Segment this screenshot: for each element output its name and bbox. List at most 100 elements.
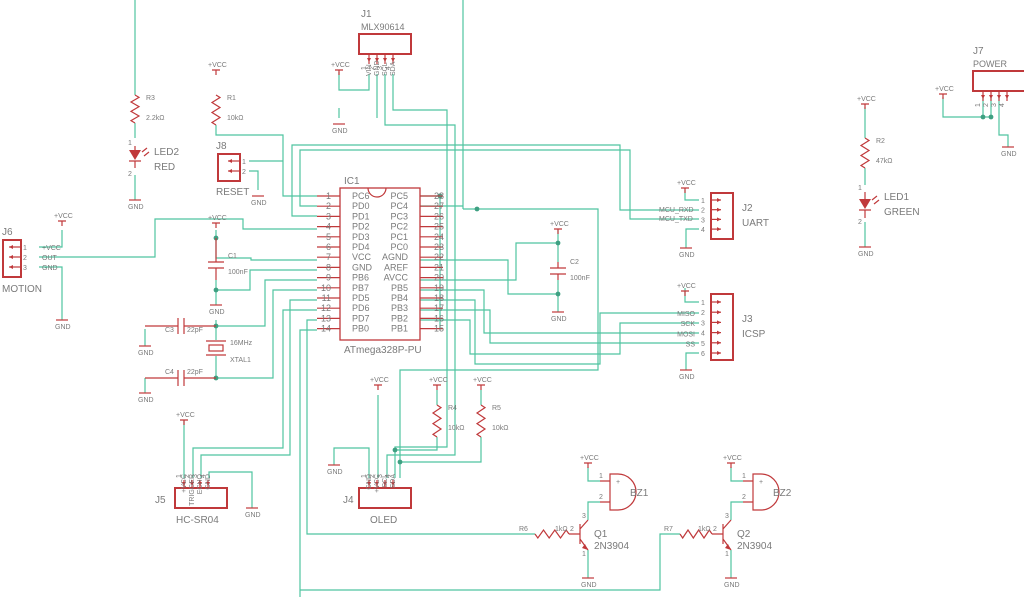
r6-ref: R6	[519, 526, 528, 533]
connector-pin-number: 2	[701, 208, 705, 215]
connector-pin-marker	[228, 159, 232, 163]
connector-pin-number: 4	[200, 474, 207, 478]
led2-value: RED	[154, 162, 175, 173]
connector-pin-number: 2	[369, 474, 376, 478]
ic1-pin-number: 5	[326, 232, 331, 242]
buzzer-bz1[interactable]: 1 2 + BZ1	[599, 473, 649, 511]
buzzer-bz2[interactable]: 1 2 + BZ2	[742, 473, 792, 511]
r2-value: 47kΩ	[876, 158, 893, 165]
led2-ref: LED2	[154, 147, 179, 158]
gnd-label: GND	[251, 200, 267, 207]
icsp-signal: MOSI	[677, 331, 695, 338]
led1-green[interactable]: 1 2 LED1 GREEN	[858, 185, 920, 226]
r3-body	[129, 94, 141, 124]
vcc-symbol	[584, 462, 592, 468]
connector-pin-number: 1	[242, 159, 246, 166]
connector-pin-marker	[367, 58, 371, 62]
j8-value: RESET	[216, 187, 249, 198]
connector-pin-number: 2	[242, 169, 246, 176]
connector-pin-number: 1	[975, 103, 982, 107]
j2-sig-rxd: MCU_RXD	[659, 207, 694, 214]
vcc-symbol	[335, 69, 343, 75]
capacitor-c3[interactable]: C3 22pF	[145, 318, 216, 334]
vcc-label: +VCC	[935, 86, 954, 93]
ic1-pin-name: PC6	[352, 191, 370, 201]
vcc-label: +VCC	[677, 180, 696, 187]
connector-pin-name: +VCC	[374, 474, 381, 493]
icsp-signal: MISO	[677, 311, 695, 318]
bz1-pin2: 2	[599, 494, 603, 501]
ic1-pin-number: 24	[434, 232, 444, 242]
gnd-label: GND	[551, 316, 567, 323]
q2-value: 2N3904	[737, 541, 772, 552]
j7-value: POWER	[973, 59, 1008, 69]
transistor-q2[interactable]: 3 2 1 Q2 2N3904	[712, 513, 772, 558]
capacitor-c1[interactable]: C1 100nF	[208, 238, 248, 280]
connector-pin-marker	[717, 207, 721, 212]
j1-ref: J1	[361, 9, 372, 20]
connector-pin-marker	[717, 320, 721, 325]
ic1-pin-number: 10	[321, 283, 331, 293]
vcc-symbol	[681, 290, 689, 296]
connector-pin-name: GND	[366, 474, 373, 490]
c4-ref: C4	[165, 369, 174, 376]
gnd-label: GND	[679, 374, 695, 381]
connector-pin-marker	[717, 300, 721, 304]
r6-body	[534, 528, 570, 540]
connector-pin-marker	[9, 255, 13, 259]
vcc-label: +VCC	[677, 283, 696, 290]
ic1-ref: IC1	[344, 176, 360, 187]
r4-value: 10kΩ	[448, 425, 465, 432]
ic1-pin-number: 13	[321, 313, 331, 323]
j2-sig-txd: MCU_TXD	[659, 216, 693, 223]
ic1-pin-name: GND	[352, 262, 373, 272]
ic1-pin-name: PD6	[352, 303, 370, 313]
bz2-plus: +	[759, 479, 763, 486]
r1-body	[210, 94, 222, 126]
q2-pin2: 2	[713, 526, 717, 533]
r7-ref: R7	[664, 526, 673, 533]
vcc-symbol	[727, 462, 735, 468]
capacitor-c4[interactable]: C4 22pF	[145, 369, 216, 386]
ic1-pin-name: PC0	[390, 242, 408, 252]
connector-j8[interactable]: J8 RESET 12	[216, 141, 249, 198]
q2-pin3: 3	[725, 513, 729, 520]
ic1-pin-number: 8	[326, 262, 331, 272]
gnd-label: GND	[1001, 151, 1017, 158]
r1-ref: R1	[227, 95, 236, 102]
connector-pin-number: 4	[701, 227, 705, 234]
transistor-q1[interactable]: 3 2 1 Q1 2N3904	[569, 513, 629, 558]
r6-value: 1kΩ	[555, 526, 568, 533]
led2-red[interactable]: 1 2 LED2 RED	[128, 140, 179, 178]
connector-pin-number: 1	[176, 474, 183, 478]
gnd-label: GND	[245, 512, 261, 519]
ic1-value: ATmega328P-PU	[344, 345, 422, 356]
gnd-label: GND	[581, 582, 597, 589]
r3-value: 2.2kΩ	[146, 115, 164, 122]
connector-pin-number: 1	[361, 474, 368, 478]
crystal-xtal1[interactable]: 16MHz XTAL1	[206, 340, 253, 364]
motion-signal: GND	[42, 265, 58, 272]
ic1-pin-name: PC3	[390, 211, 408, 221]
ic1-pin-number: 25	[434, 222, 444, 232]
led1-pin1: 1	[858, 185, 862, 192]
ic1-pin-number: 6	[326, 242, 331, 252]
q1-ref: Q1	[594, 529, 608, 540]
vcc-label: +VCC	[208, 215, 227, 222]
capacitor-c2[interactable]: C2 100nF	[550, 259, 590, 282]
connector-pin-marker	[9, 245, 13, 249]
gnd-label: GND	[138, 397, 154, 404]
ic1-pin-name: PD4	[352, 242, 370, 252]
j2-ref: J2	[742, 203, 753, 214]
ic1-pin-number: 21	[434, 262, 444, 272]
connector-pin-name: GND	[374, 60, 381, 76]
ic1-pin-number: 9	[326, 273, 331, 283]
